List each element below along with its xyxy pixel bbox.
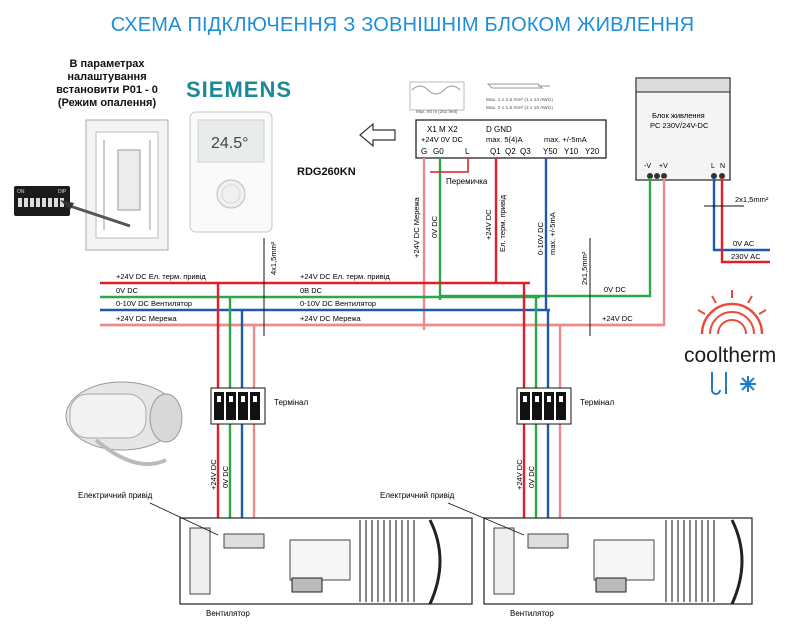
bus-psu-zero: 0V DC	[604, 285, 627, 294]
cable-right-label: 2x1,5mm²	[580, 251, 589, 285]
bus-zero-left: 0V DC	[116, 286, 139, 295]
convector-right	[483, 517, 753, 605]
tb-pin-y20: Y20	[585, 147, 600, 156]
dip-switch: ON DIP	[14, 186, 70, 216]
tb-pin-l: L	[465, 147, 470, 156]
cable-spec-icons: Max. 80 m (262 feet) Max. 1 x 2.5 mm² (1…	[409, 81, 553, 114]
actuator-illustration	[65, 381, 183, 467]
psu-pin-l: L	[711, 163, 715, 170]
brand-logo: SIEMENS	[186, 77, 292, 102]
actuator-label-right-text: Електричний привід	[380, 491, 455, 500]
actuator-label-left-text: Електричний привід	[78, 491, 153, 500]
label-net24-vertical: +24V DC Мережа	[412, 196, 421, 258]
settings-note: В параметрах налаштування встановити Р01…	[56, 58, 158, 109]
cable-psu-label: 2x1,5mm²	[735, 195, 769, 204]
ac-zero-label: 0V AC	[733, 239, 755, 248]
terminal-left-label: Термінал	[274, 398, 308, 407]
convector-left	[179, 517, 473, 605]
bus-zero-right: 0В DC	[300, 286, 323, 295]
thermostat-terminal-block: X1 M X2 D GND +24V 0V DC max. 5(4)A max.…	[415, 119, 607, 159]
bus-psu-24: +24V DC	[602, 314, 633, 323]
bus-red-left: +24V DC Ел. терм. привід	[116, 272, 206, 281]
tb-pin-y50: Y50	[543, 147, 558, 156]
psu-pin-n: N	[720, 163, 725, 170]
cable-wire1: Max. 1 x 2.5 mm² (1 x 14 AWG)	[486, 97, 553, 103]
tb-row2-left: +24V 0V DC	[421, 135, 463, 144]
psu-pin-plus: +V	[659, 163, 668, 170]
drop-right-zero: 0V DC	[527, 465, 536, 488]
pointer-arrow	[359, 122, 396, 148]
fan-label-left: Вентилятор	[206, 609, 250, 618]
thermostat-display: 24.5°	[211, 135, 249, 152]
jumper-label: Перемичка	[446, 177, 488, 186]
thermostat-back-plate	[60, 119, 169, 251]
bus-net-right: +24V DC Мережа	[300, 314, 362, 323]
tb-head-left: X1 M X2	[427, 125, 458, 134]
dip-on-label: ON	[17, 189, 25, 195]
actuator-label-right: Електричний привід	[380, 491, 455, 500]
thermostat: 24.5°	[189, 111, 273, 233]
fan-label-right: Вентилятор	[510, 609, 554, 618]
power-supply: Блок живлення PC 230V/24V-DC -V +V L N	[635, 77, 731, 181]
drop-left-24: +24V DC	[209, 459, 218, 490]
tb-pin-y10: Y10	[564, 147, 579, 156]
label-fan010-vertical: 0-10V DC	[536, 221, 545, 255]
terminal-right-label: Термінал	[580, 398, 614, 407]
drop-left-zero: 0V DC	[221, 465, 230, 488]
thermostat-knob	[216, 179, 246, 209]
tb-pin-q2: Q2	[505, 147, 516, 156]
label-zero-vertical: 0V DC	[430, 215, 439, 238]
tb-pin-q1: Q1	[490, 147, 501, 156]
cable-left-label: 4x1,5mm²	[269, 241, 278, 275]
psu-pin-minus: -V	[644, 163, 651, 170]
diagram-title: СХЕМА ПІДКЛЮЧЕННЯ З ЗОВНІШНІМ БЛОКОМ ЖИВ…	[110, 14, 695, 36]
ac-230-label: 230V AC	[731, 252, 761, 261]
tb-row2-right: max. +/-5mA	[544, 135, 587, 144]
tb-row2-mid: max. 5(4)A	[486, 135, 523, 144]
tb-pin-g0: G0	[433, 147, 444, 156]
tb-pin-q3: Q3	[520, 147, 531, 156]
bus-fan-right: 0-10V DC Вентилятор	[300, 299, 376, 308]
bus-red-right: +24V DC Ел. терм. привід	[300, 272, 390, 281]
psu-line2: PC 230V/24V-DC	[650, 121, 709, 130]
thermostat-model: RDG260KN	[297, 166, 356, 178]
label-el24-vertical: +24V DC	[484, 209, 493, 240]
label-fan-max-vertical: max. +/-5mA	[548, 212, 557, 255]
logo-text: cooltherm	[684, 344, 776, 367]
tb-pin-g: G	[421, 147, 427, 156]
tb-head-mid: D GND	[486, 125, 512, 134]
cable-length: Max. 80 m (262 feet)	[416, 109, 458, 114]
terminal-right	[516, 387, 572, 425]
label-el-term-vertical: Ел. терм. привід	[498, 194, 507, 252]
cable-wire2: Max. 2 x 1.5 mm² (2 x 16 AWG)	[486, 105, 553, 111]
psu-line1: Блок живлення	[652, 111, 705, 120]
bus-fan-left: 0-10V DC Вентилятор	[116, 299, 192, 308]
cooltherm-logo: cooltherm	[684, 290, 776, 395]
terminal-left	[210, 387, 266, 425]
dip-dip-label: DIP	[58, 189, 67, 195]
bus-net-left: +24V DC Мережа	[116, 314, 178, 323]
drop-right-24: +24V DC	[515, 459, 524, 490]
actuator-label-left: Електричний привід	[78, 491, 153, 500]
